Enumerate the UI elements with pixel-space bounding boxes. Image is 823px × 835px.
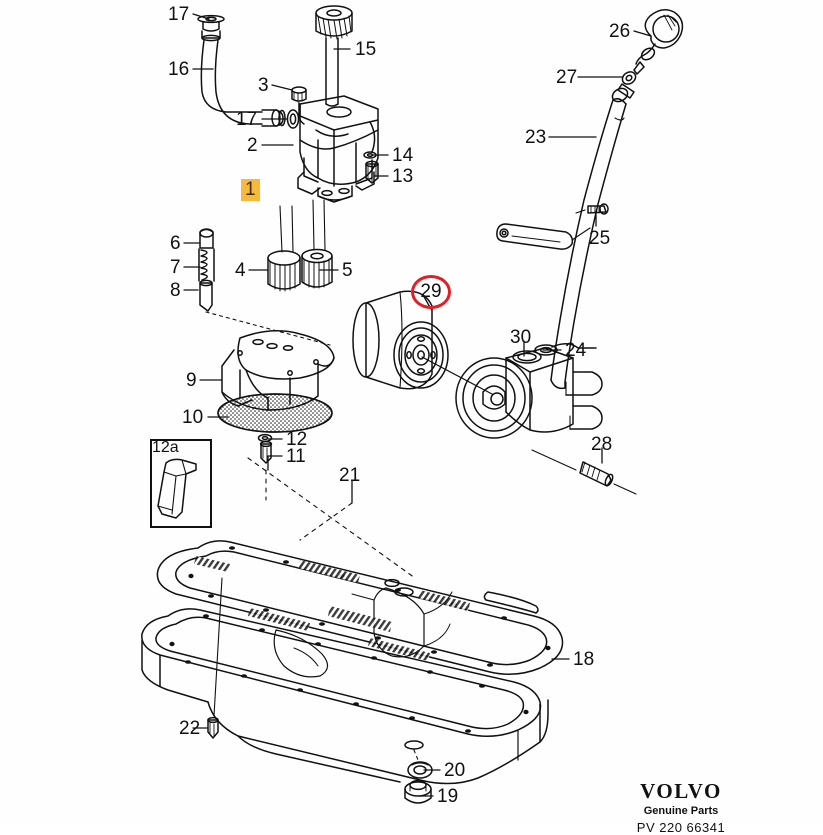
assembly-axis-dashed	[247, 457, 416, 579]
callout-2: 2	[247, 135, 258, 156]
bypass-plug-group	[531, 449, 637, 495]
callout-3: 3	[258, 75, 269, 96]
dipstick-bracket-group	[496, 203, 609, 250]
callout-5: 5	[342, 260, 353, 281]
callout-14: 14	[392, 145, 414, 166]
selected-part-badge-29[interactable]: 29	[411, 275, 451, 309]
drain-plug-group	[404, 749, 433, 804]
catalog-part-number: PV 220 66341	[636, 820, 726, 835]
callout-30: 30	[510, 327, 532, 348]
callout-1-highlighted[interactable]: 1	[241, 179, 260, 201]
baffle-inset-frame	[150, 439, 212, 528]
callout-24: 24	[565, 340, 587, 361]
dipstick-tube-group	[550, 97, 627, 390]
relief-valve-group	[198, 228, 331, 346]
selected-part-badge-label: 29	[420, 281, 442, 302]
callout-18: 18	[573, 649, 595, 670]
callout-13: 13	[392, 166, 414, 187]
pump-gears-group	[267, 199, 333, 292]
callout-28: 28	[591, 434, 613, 455]
oil-filter-cartridge	[352, 290, 493, 395]
callout-15: 15	[355, 39, 377, 60]
volvo-wordmark: VOLVO	[640, 779, 722, 803]
callout-12a: 12a	[152, 439, 179, 456]
callout-4: 4	[235, 260, 246, 281]
callout-9: 9	[186, 370, 197, 391]
callout-8: 8	[170, 280, 181, 301]
callout-20: 20	[444, 760, 466, 781]
genuine-parts-text: Genuine Parts	[643, 805, 719, 817]
oil-pan-gasket	[156, 502, 564, 675]
callout-17-upper: 17	[168, 4, 190, 25]
volvo-brand-block: VOLVO Genuine Parts PV 220 66341	[596, 779, 766, 835]
cover-bolt-group	[257, 433, 273, 464]
drive-gear-group	[315, 5, 353, 107]
baffle-inset-drawing	[157, 458, 197, 519]
callout-23: 23	[525, 127, 547, 148]
oil-filter-housing	[455, 343, 603, 439]
housing-bolt-group	[363, 121, 379, 184]
callout-26: 26	[609, 21, 631, 42]
callout-27: 27	[556, 67, 578, 88]
callout-16: 16	[168, 59, 190, 80]
strainer-screen-group	[217, 393, 333, 433]
dipstick-handle-group	[633, 9, 684, 75]
callout-7: 7	[170, 257, 181, 278]
oil-pan-sump	[141, 578, 549, 785]
callout-25: 25	[589, 228, 611, 249]
callout-21: 21	[339, 465, 361, 486]
callout-6: 6	[170, 233, 181, 254]
oil-pump-housing-group	[297, 95, 379, 203]
relief-plug-group	[291, 86, 307, 125]
callout-10: 10	[182, 407, 204, 428]
dipstick-seal-group	[611, 71, 637, 103]
callout-11: 11	[286, 446, 306, 467]
oil-pan-bolt	[207, 577, 223, 739]
callout-17-lower: 17	[236, 109, 258, 130]
suction-pipe-group	[197, 14, 300, 129]
callout-12: 12	[286, 429, 308, 450]
callout-19: 19	[437, 786, 459, 807]
callout-22: 22	[179, 718, 201, 739]
